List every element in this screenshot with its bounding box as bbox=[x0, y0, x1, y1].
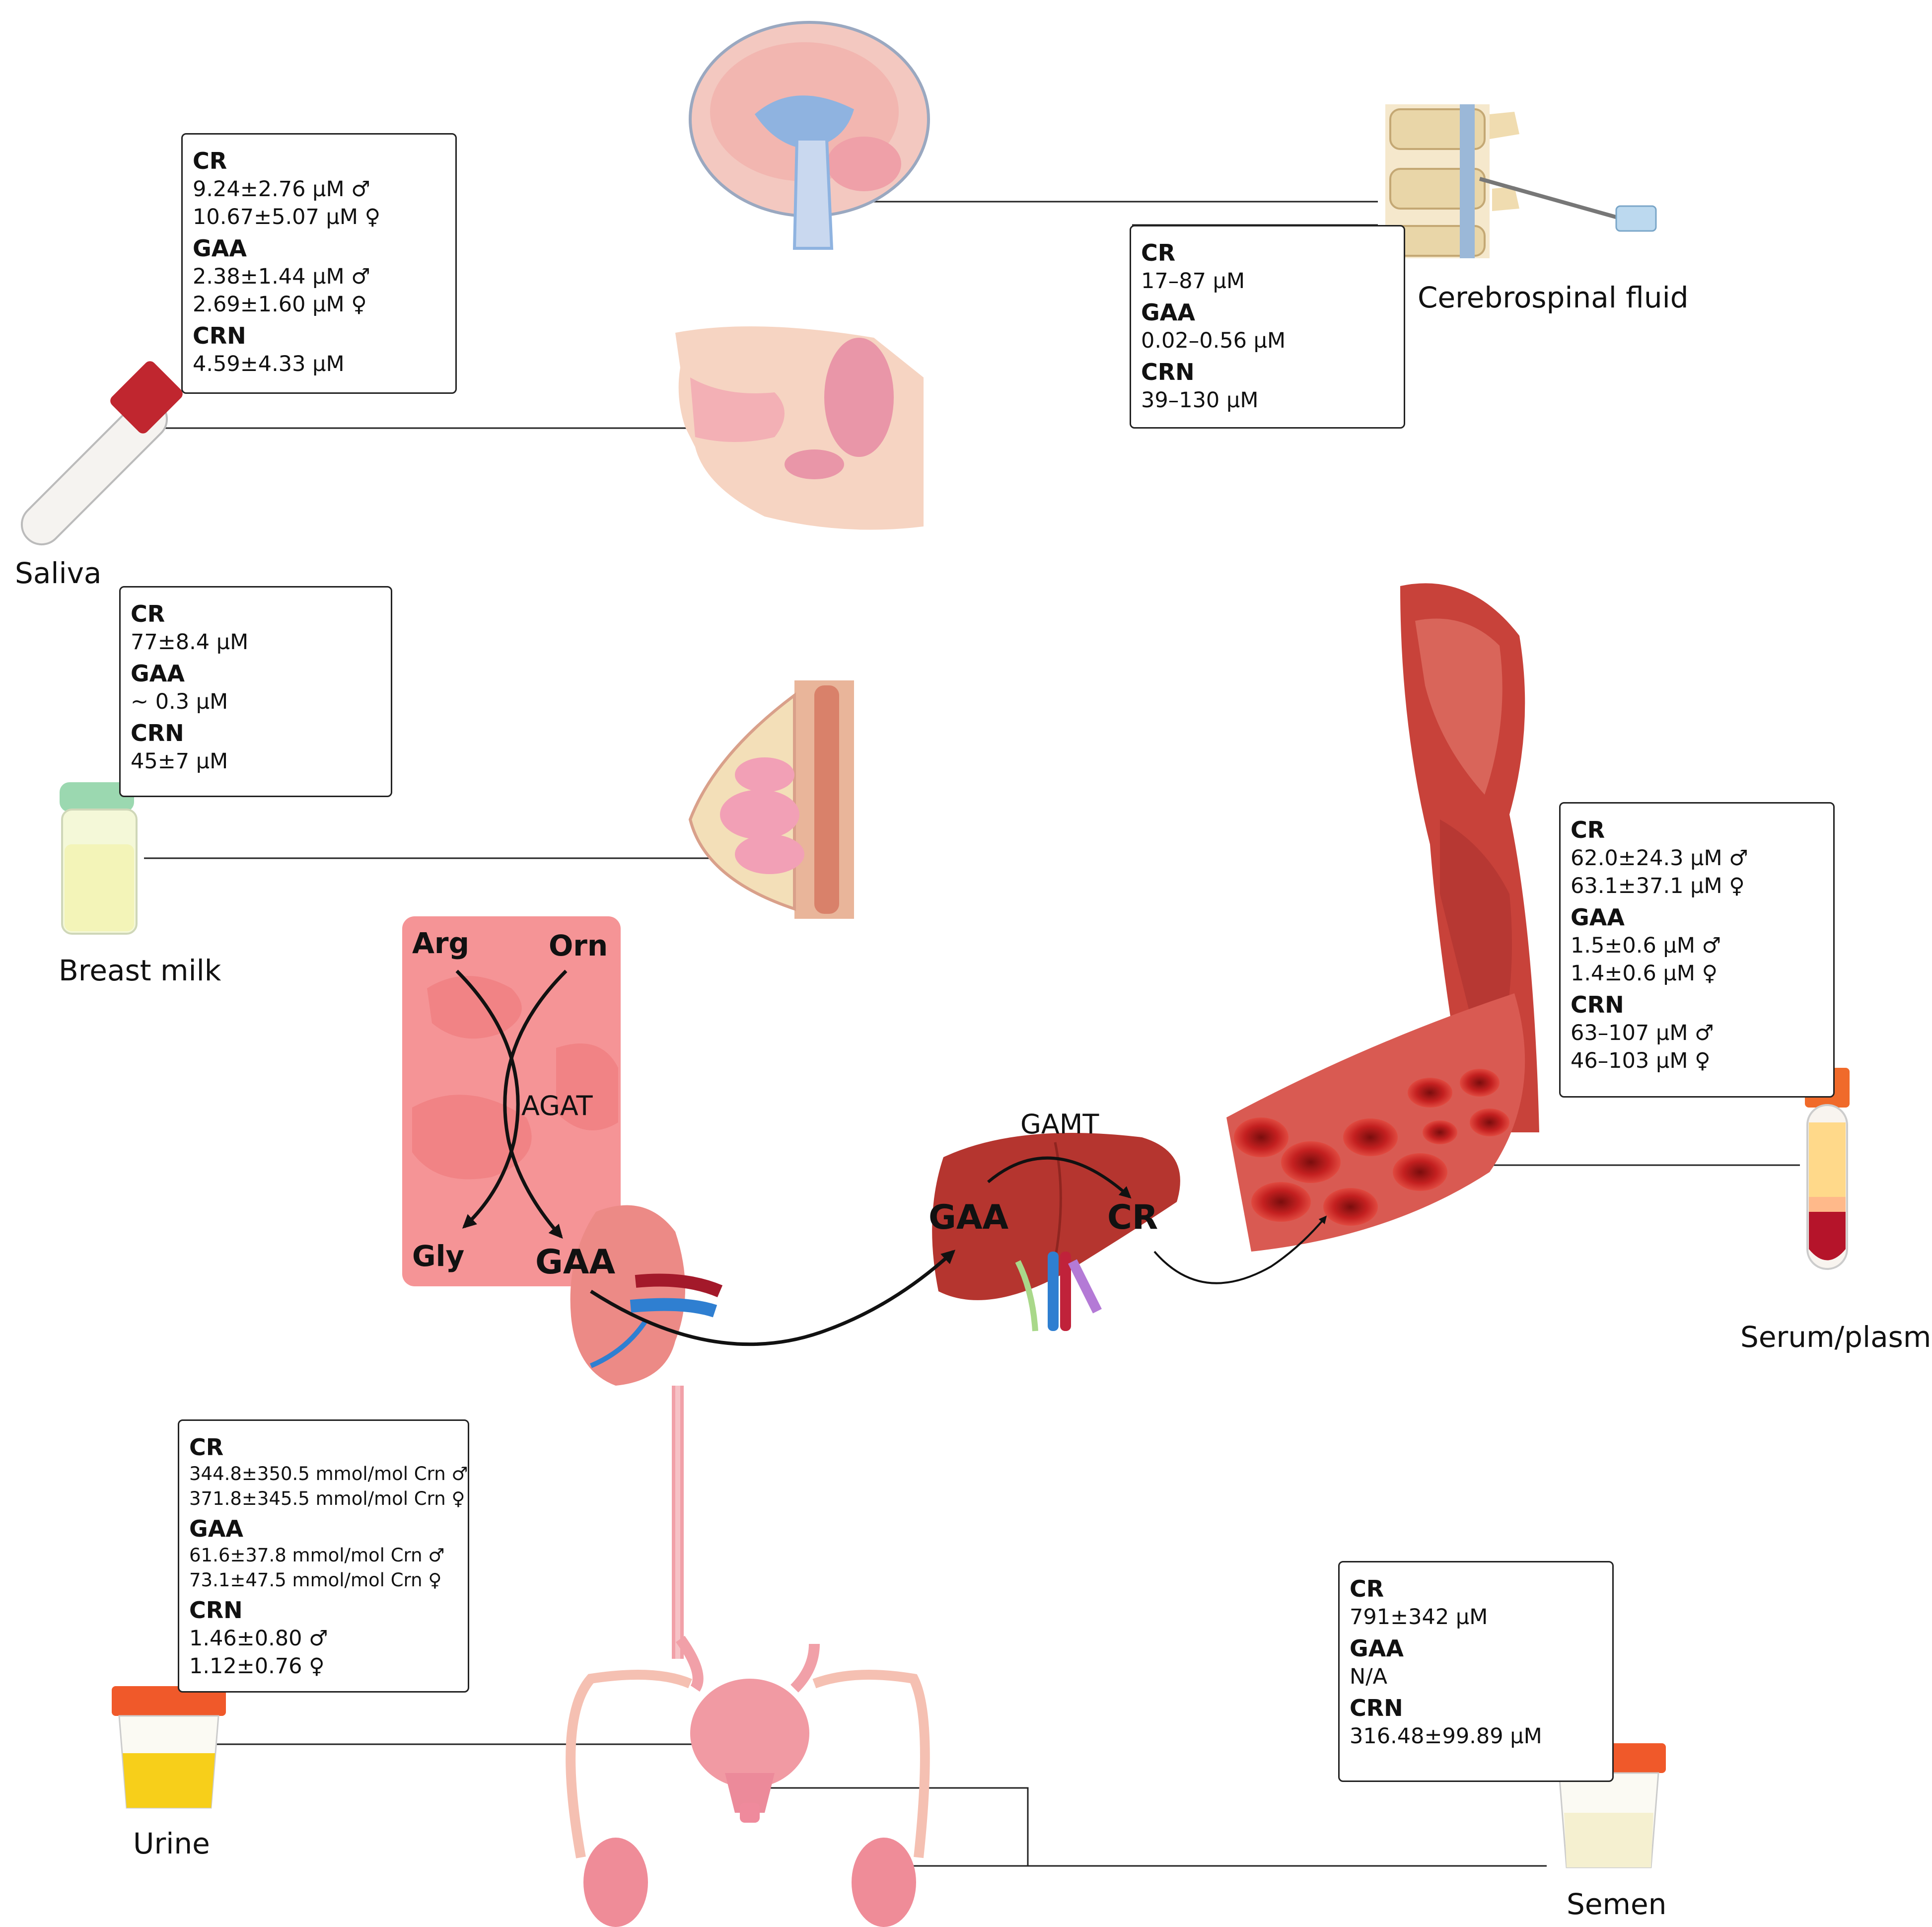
urine-gaa-male: 61.6±37.8 mmol/mol Crn ♂ bbox=[189, 1545, 445, 1566]
csf-gaa-value: 0.02–0.56 μM bbox=[1141, 328, 1286, 353]
csf-crn-heading: CRN bbox=[1141, 359, 1195, 385]
liver-illustration bbox=[932, 1133, 1180, 1332]
urine-cup-icon bbox=[112, 1686, 226, 1809]
kidney-illustration bbox=[570, 1205, 723, 1386]
saliva-gaa-female: 2.69±1.60 μM ♀ bbox=[193, 292, 367, 317]
csf-label: Cerebrospinal fluid bbox=[1418, 281, 1689, 314]
semen-values-box: CR 791±342 μM GAA N/A CRN 316.48±99.89 μ… bbox=[1338, 1561, 1614, 1782]
csf-cr-value: 17–87 μM bbox=[1141, 269, 1245, 294]
serum-cr-female: 63.1±37.1 μM ♀ bbox=[1571, 874, 1745, 898]
urinary-reproductive-illustration bbox=[566, 1386, 930, 1927]
gamt-enzyme-label: GAMT bbox=[1020, 1109, 1099, 1140]
brain-illustration bbox=[689, 21, 930, 250]
semen-cup-icon bbox=[1552, 1743, 1666, 1868]
saliva-crn-heading: CRN bbox=[193, 322, 246, 349]
serum-cr-male: 62.0±24.3 μM ♂ bbox=[1571, 846, 1748, 871]
semen-cr-value: 791±342 μM bbox=[1350, 1605, 1488, 1630]
breast-milk-bottle-icon bbox=[60, 782, 138, 935]
serum-crn-male: 63–107 μM ♂ bbox=[1571, 1021, 1714, 1045]
urine-values-box: CR 344.8±350.5 mmol/mol Crn ♂ 371.8±345.… bbox=[178, 1419, 469, 1693]
saliva-cr-male: 9.24±2.76 μM ♂ bbox=[193, 177, 370, 202]
csf-gaa-heading: GAA bbox=[1141, 299, 1195, 326]
saliva-gaa-male: 2.38±1.44 μM ♂ bbox=[193, 264, 370, 289]
saliva-gaa-heading: GAA bbox=[193, 235, 247, 262]
semen-label: Semen bbox=[1567, 1887, 1667, 1921]
serum-cr-heading: CR bbox=[1571, 816, 1605, 843]
milk-cr-heading: CR bbox=[131, 600, 165, 627]
milk-gaa-heading: GAA bbox=[131, 660, 185, 687]
agat-pathway-panel bbox=[402, 916, 621, 1286]
breast-milk-label: Breast milk bbox=[59, 954, 221, 987]
gly-label: Gly bbox=[412, 1239, 465, 1273]
serum-crn-female: 46–103 μM ♀ bbox=[1571, 1048, 1711, 1073]
serum-gaa-male: 1.5±0.6 μM ♂ bbox=[1571, 933, 1721, 958]
saliva-values-box: CR 9.24±2.76 μM ♂ 10.67±5.07 μM ♀ GAA 2.… bbox=[181, 133, 457, 394]
semen-cr-heading: CR bbox=[1350, 1575, 1384, 1602]
agat-enzyme-label: AGAT bbox=[521, 1090, 593, 1121]
serum-gaa-female: 1.4±0.6 μM ♀ bbox=[1571, 961, 1718, 986]
transport-arrows bbox=[590, 1156, 1327, 1346]
saliva-label: Saliva bbox=[15, 556, 102, 590]
saliva-cr-female: 10.67±5.07 μM ♀ bbox=[193, 205, 381, 229]
semen-crn-value: 316.48±99.89 μM bbox=[1350, 1724, 1542, 1749]
csf-values-box: CR 17–87 μM GAA 0.02–0.56 μM CRN 39–130 … bbox=[1130, 225, 1405, 429]
urine-label: Urine bbox=[133, 1827, 210, 1860]
urine-cr-female: 371.8±345.5 mmol/mol Crn ♀ bbox=[189, 1488, 465, 1509]
urine-gaa-heading: GAA bbox=[189, 1515, 243, 1542]
semen-gaa-value: N/A bbox=[1350, 1664, 1388, 1689]
csf-cr-heading: CR bbox=[1141, 239, 1176, 266]
milk-cr-value: 77±8.4 μM bbox=[131, 630, 249, 655]
semen-gaa-heading: GAA bbox=[1350, 1635, 1404, 1662]
saliva-cr-heading: CR bbox=[193, 148, 227, 174]
csf-crn-value: 39–130 μM bbox=[1141, 388, 1259, 413]
urine-crn-male: 1.46±0.80 ♂ bbox=[189, 1626, 328, 1651]
urine-cr-male: 344.8±350.5 mmol/mol Crn ♂ bbox=[189, 1463, 468, 1484]
cr-liver-label: CR bbox=[1107, 1198, 1158, 1237]
agat-arrows bbox=[455, 969, 568, 1239]
breast-illustration bbox=[688, 680, 854, 919]
blood-tube-icon bbox=[1805, 1068, 1850, 1270]
spine-lumbar-puncture-illustration bbox=[1385, 104, 1657, 258]
milk-crn-heading: CRN bbox=[131, 720, 184, 746]
blood-cells bbox=[1234, 1069, 1509, 1226]
semen-crn-heading: CRN bbox=[1350, 1695, 1403, 1721]
serum-crn-heading: CRN bbox=[1571, 991, 1624, 1018]
urine-crn-heading: CRN bbox=[189, 1597, 243, 1624]
salivary-glands-illustration bbox=[675, 326, 924, 530]
orn-label: Orn bbox=[549, 929, 608, 963]
milk-crn-value: 45±7 μM bbox=[131, 749, 228, 774]
serum-plasma-label: Serum/plasma bbox=[1740, 1320, 1932, 1354]
serum-values-box: CR 62.0±24.3 μM ♂ 63.1±37.1 μM ♀ GAA 1.5… bbox=[1559, 802, 1835, 1098]
milk-gaa-value: ~ 0.3 μM bbox=[131, 689, 228, 714]
saliva-crn-value: 4.59±4.33 μM bbox=[193, 352, 345, 376]
urine-gaa-female: 73.1±47.5 mmol/mol Crn ♀ bbox=[189, 1569, 442, 1591]
arg-label: Arg bbox=[412, 926, 470, 960]
gaa-liver-label: GAA bbox=[929, 1198, 1009, 1237]
urine-cr-heading: CR bbox=[189, 1434, 224, 1461]
urine-crn-female: 1.12±0.76 ♀ bbox=[189, 1654, 325, 1679]
gaa-kidney-label: GAA bbox=[535, 1243, 616, 1282]
saliva-tube-icon bbox=[20, 361, 183, 546]
breast-milk-values-box: CR 77±8.4 μM GAA ~ 0.3 μM CRN 45±7 μM bbox=[119, 586, 392, 797]
serum-gaa-heading: GAA bbox=[1571, 904, 1625, 931]
